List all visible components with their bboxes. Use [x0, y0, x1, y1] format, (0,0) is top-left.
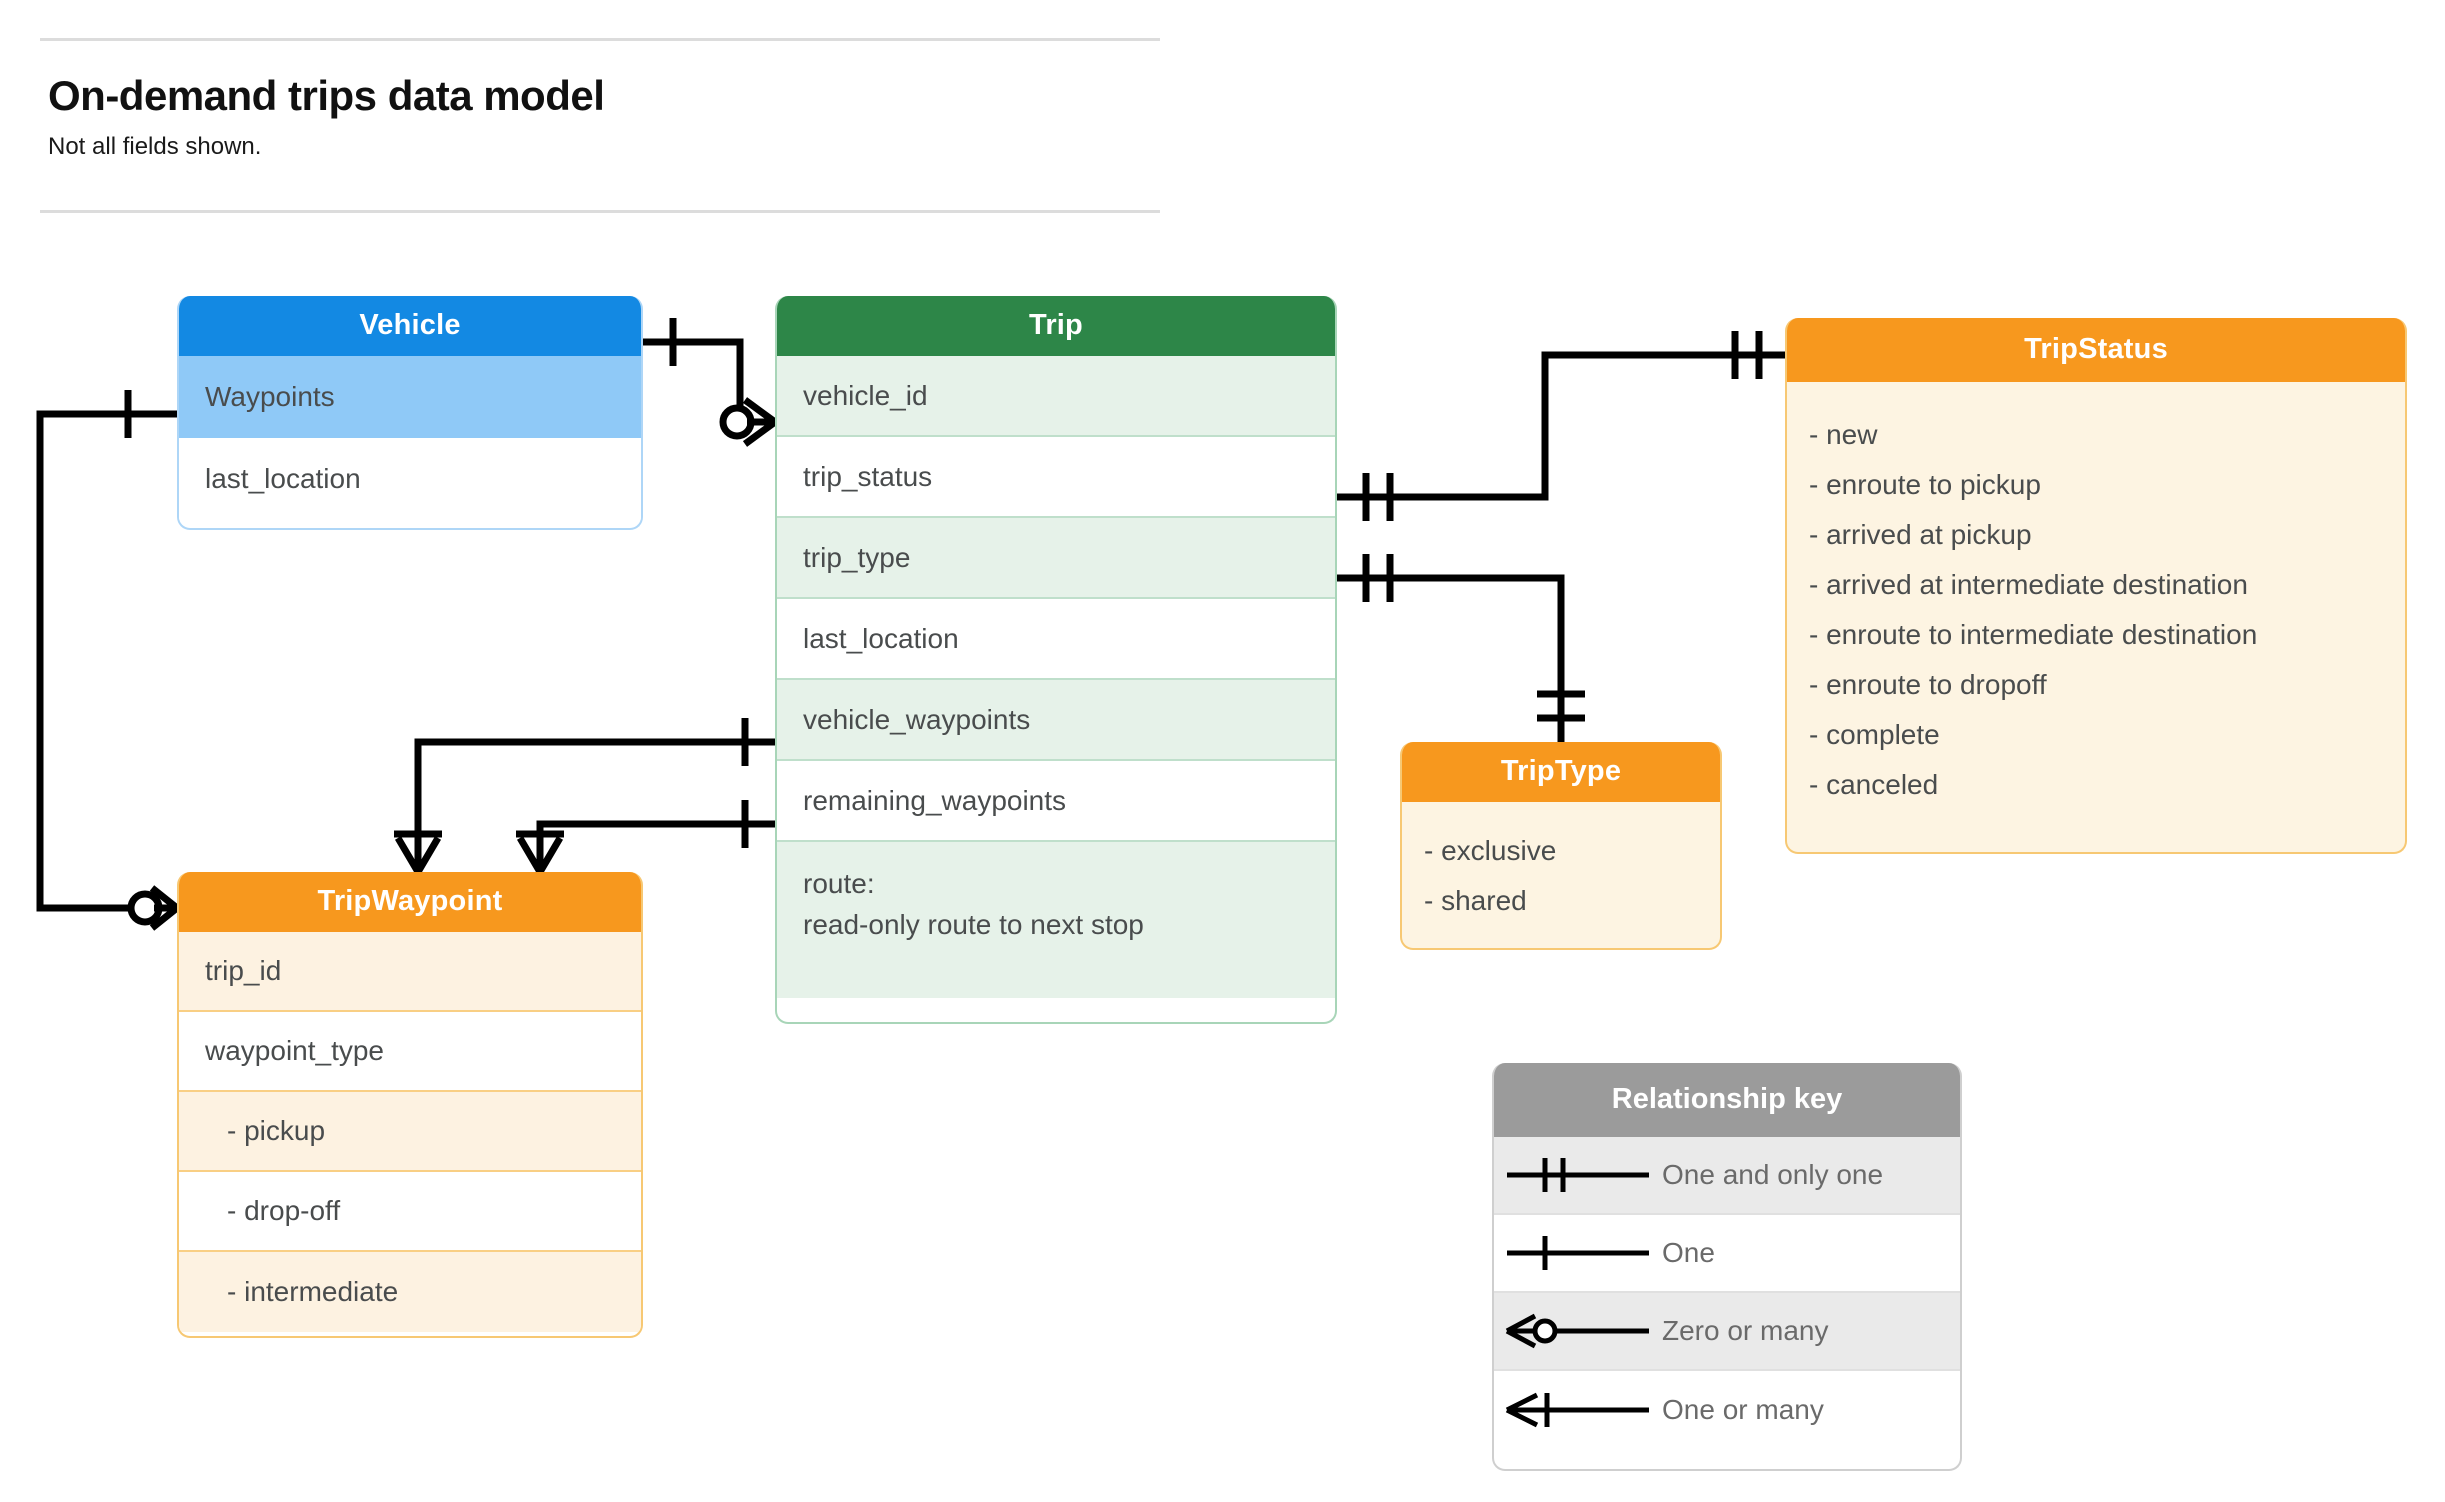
trip-type-value-list: - exclusive - shared — [1402, 802, 1720, 926]
legend-label: One — [1662, 1237, 1715, 1268]
header-rule-bottom — [40, 210, 1160, 213]
waypoint-type-value-pickup: - pickup — [179, 1092, 641, 1172]
legend-row-one-or-many: One or many — [1494, 1371, 1960, 1449]
legend-row-one-and-only-one: One and only one — [1494, 1137, 1960, 1215]
field-trip-waypoint-trip-id[interactable]: trip_id — [179, 932, 641, 1012]
waypoint-type-value-intermediate: - intermediate — [179, 1252, 641, 1332]
trip-status-value: - enroute to intermediate destination — [1809, 619, 2258, 650]
field-vehicle-last-location[interactable]: last_location — [179, 438, 641, 520]
legend-label: One and only one — [1662, 1159, 1884, 1190]
entity-trip-waypoint-title: TripWaypoint — [179, 872, 641, 932]
field-trip-last-location[interactable]: last_location — [777, 599, 1335, 680]
field-trip-waypoint-waypoint-type[interactable]: waypoint_type — [179, 1012, 641, 1092]
entity-trip-status[interactable]: TripStatus - new - enroute to pickup - a… — [1785, 318, 2407, 854]
relationship-key-title: Relationship key — [1494, 1063, 1960, 1137]
entity-trip[interactable]: Trip vehicle_id trip_status trip_type la… — [775, 296, 1337, 1024]
page-title: On-demand trips data model — [48, 72, 605, 119]
trip-status-value: - arrived at intermediate destination — [1809, 569, 2248, 600]
one-icon — [1494, 1228, 1662, 1278]
entity-trip-title: Trip — [777, 296, 1335, 356]
page-subtitle: Not all fields shown. — [48, 133, 262, 160]
legend-label: Zero or many — [1662, 1315, 1829, 1346]
trip-status-value-list: - new - enroute to pickup - arrived at p… — [1787, 382, 2405, 810]
header-rule-top — [40, 38, 1160, 41]
field-trip-remaining-waypoints[interactable]: remaining_waypoints — [777, 761, 1335, 842]
field-trip-trip-type[interactable]: trip_type — [777, 518, 1335, 599]
trip-status-value: - enroute to pickup — [1809, 469, 2041, 500]
field-trip-trip-status[interactable]: trip_status — [777, 437, 1335, 518]
field-trip-route-description: read-only route to next stop — [803, 908, 1144, 940]
trip-type-value: - shared — [1424, 885, 1527, 916]
field-trip-route[interactable]: route: read-only route to next stop — [777, 842, 1335, 998]
legend-label: One or many — [1662, 1394, 1824, 1425]
legend-row-zero-or-many: Zero or many — [1494, 1293, 1960, 1371]
trip-status-value: - enroute to dropoff — [1809, 669, 2047, 700]
one-or-many-icon — [1494, 1385, 1662, 1435]
field-vehicle-waypoints[interactable]: Waypoints — [179, 356, 641, 438]
trip-status-value: - arrived at pickup — [1809, 519, 2032, 550]
legend-row-one: One — [1494, 1215, 1960, 1293]
trip-status-value: - complete — [1809, 719, 1940, 750]
trip-status-value: - new — [1809, 419, 1878, 450]
zero-or-many-icon — [1494, 1306, 1662, 1356]
entity-vehicle-title: Vehicle — [179, 296, 641, 356]
entity-trip-type[interactable]: TripType - exclusive - shared — [1400, 742, 1722, 950]
waypoint-type-value-drop-off: - drop-off — [179, 1172, 641, 1252]
field-trip-vehicle-id[interactable]: vehicle_id — [777, 356, 1335, 437]
entity-vehicle[interactable]: Vehicle Waypoints last_location — [177, 296, 643, 530]
field-trip-vehicle-waypoints[interactable]: vehicle_waypoints — [777, 680, 1335, 761]
relationship-key-panel: Relationship key One and only one One — [1492, 1063, 1962, 1471]
one-and-only-one-icon — [1494, 1150, 1662, 1200]
entity-trip-waypoint[interactable]: TripWaypoint trip_id waypoint_type - pic… — [177, 872, 643, 1338]
field-trip-route-label: route: — [803, 868, 875, 899]
entity-trip-status-title: TripStatus — [1787, 318, 2405, 382]
trip-status-value: - canceled — [1809, 769, 1939, 800]
trip-type-value: - exclusive — [1424, 835, 1557, 866]
entity-trip-type-title: TripType — [1402, 742, 1720, 802]
